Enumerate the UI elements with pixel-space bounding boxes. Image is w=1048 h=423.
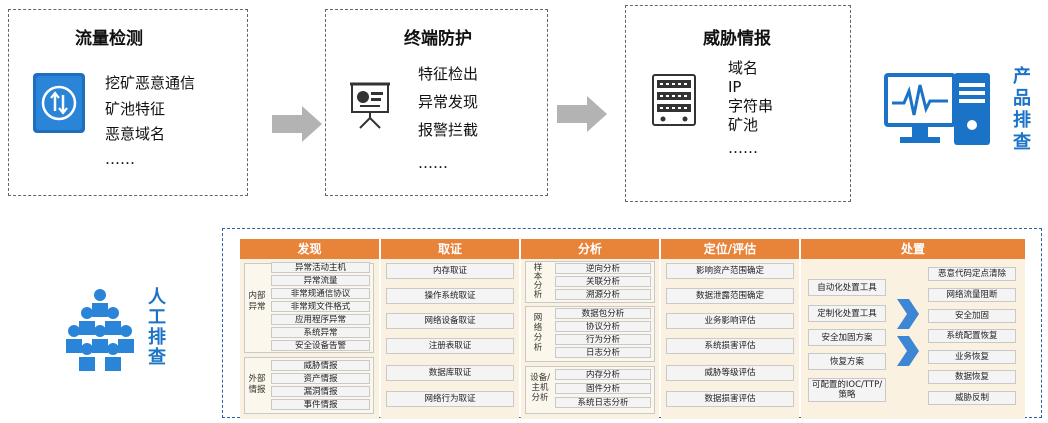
discover-item: 安全设备告警 — [271, 340, 370, 351]
dispose-tool-item: 安全加固方案 — [808, 329, 886, 346]
column-evidence: 取证 内存取证 操作系统取证 网络设备取证 注册表取证 数据库取证 网络行为取证 — [381, 239, 519, 419]
analysis-item: 关联分析 — [555, 276, 651, 287]
manual-check-label-3: 排 — [148, 327, 166, 348]
threat-intel-title: 威胁情报 — [703, 29, 771, 49]
dispose-tool-item: 可配置的IOC/TTP/ 策略 — [808, 378, 886, 402]
chevron-right-icon — [895, 336, 921, 370]
endpoint-line-2: 异常发现 — [418, 93, 479, 111]
column-analysis-header: 分析 — [521, 239, 659, 259]
discover-item: 非常规文件格式 — [271, 301, 370, 312]
traffic-monitor-icon — [32, 72, 86, 134]
product-check-label-4: 查 — [1013, 132, 1031, 153]
dispose-tool-item: 恢复方案 — [808, 353, 886, 370]
discover-item: 异常流量 — [271, 275, 370, 286]
discover-item: 非常规通信协议 — [271, 288, 370, 299]
intel-line-4: 矿池 — [728, 116, 759, 134]
endpoint-line-1: 特征检出 — [418, 65, 479, 83]
locate-item: 系统损害评估 — [666, 338, 794, 354]
device-group-label: 设备/ 主机 分析 — [530, 373, 550, 403]
analysis-item: 逆向分析 — [555, 263, 651, 274]
intel-line-3: 字符串 — [728, 97, 774, 115]
analysis-item: 行为分析 — [555, 334, 651, 345]
dispose-action-item: 系统配置恢复 — [928, 329, 1016, 343]
evidence-item: 数据库取证 — [386, 365, 514, 381]
column-locate: 定位/评估 影响资产范围确定 数据泄露范围确定 业务影响评估 系统损害评估 威胁… — [661, 239, 799, 419]
intel-line-1: 域名 — [728, 59, 759, 77]
discover-item: 事件情报 — [271, 399, 370, 410]
dispose-action-item: 恶意代码定点清除 — [928, 267, 1016, 281]
column-locate-header: 定位/评估 — [661, 239, 799, 259]
locate-item: 影响资产范围确定 — [666, 263, 794, 279]
external-group-label: 外部 情报 — [248, 374, 266, 395]
dispose-tool-item: 定制化处置工具 — [808, 305, 886, 322]
column-dispose: 处置 自动化处置工具 定制化处置工具 安全加固方案 恢复方案 可配置的IOC/T… — [801, 239, 1025, 419]
analysis-item: 日志分析 — [555, 347, 651, 358]
discover-item: 威胁情报 — [271, 360, 370, 371]
product-check-label-3: 排 — [1013, 110, 1031, 131]
discover-item: 资产情报 — [271, 373, 370, 384]
product-check-label-1: 产 — [1013, 66, 1031, 87]
column-evidence-header: 取证 — [381, 239, 519, 259]
manual-check-label-2: 工 — [148, 307, 166, 328]
internal-group-label: 内部 异常 — [248, 291, 266, 312]
traffic-line-1: 挖矿恶意通信 — [105, 74, 196, 92]
traffic-line-4: …… — [105, 150, 135, 168]
evidence-item: 网络行为取证 — [386, 391, 514, 407]
dispose-action-item: 业务恢复 — [928, 350, 1016, 364]
chevron-right-icon — [895, 299, 921, 333]
evidence-item: 内存取证 — [386, 263, 514, 279]
column-analysis: 分析 样 本 分 析 逆向分析 关联分析 溯源分析 网 络 分 析 数据包分析 … — [521, 239, 659, 419]
evidence-item: 注册表取证 — [386, 338, 514, 354]
arrow-right-icon — [272, 106, 324, 146]
server-rack-icon — [652, 74, 696, 126]
analysis-item: 内存分析 — [555, 369, 651, 380]
analysis-item: 溯源分析 — [555, 289, 651, 300]
analysis-item: 协议分析 — [555, 321, 651, 332]
manual-check-label-4: 查 — [148, 347, 166, 368]
threat-intel-box: 威胁情报 域名 IP 字符串 矿池 …… — [625, 5, 851, 202]
column-discover-header: 发现 — [240, 239, 379, 259]
analysis-item: 系统日志分析 — [555, 397, 651, 408]
computer-monitor-icon — [884, 71, 994, 149]
sample-group-label: 样 本 分 析 — [533, 263, 543, 300]
discover-item: 应用程序异常 — [271, 314, 370, 325]
discover-item: 异常活动主机 — [271, 262, 370, 273]
analysis-item: 固件分析 — [555, 383, 651, 394]
intel-line-2: IP — [728, 78, 742, 96]
traffic-detection-box: 流量检测 挖矿恶意通信 矿池特征 恶意域名 …… — [8, 9, 248, 196]
network-group-label: 网 络 分 析 — [533, 313, 543, 353]
product-check-label-2: 品 — [1013, 88, 1031, 109]
intel-line-5: …… — [728, 139, 758, 157]
people-group-icon — [60, 287, 140, 373]
evidence-item: 操作系统取证 — [386, 288, 514, 304]
presentation-board-icon — [350, 80, 390, 130]
endpoint-protection-box: 终端防护 特征检出 异常发现 报警拦截 …… — [325, 9, 548, 196]
column-discover: 发现 内部 异常 异常活动主机 异常流量 非常规通信协议 非常规文件格式 应用程… — [240, 239, 379, 419]
traffic-line-3: 恶意域名 — [105, 125, 166, 143]
dispose-action-item: 威胁反制 — [928, 391, 1016, 405]
locate-item: 数据损害评估 — [666, 391, 794, 407]
locate-item: 业务影响评估 — [666, 313, 794, 329]
endpoint-line-4: …… — [418, 154, 448, 172]
analysis-item: 数据包分析 — [555, 308, 651, 319]
arrow-right-icon — [557, 96, 609, 136]
manual-check-label-1: 人 — [148, 287, 166, 308]
traffic-detection-title: 流量检测 — [75, 29, 143, 49]
discover-item: 系统异常 — [271, 327, 370, 338]
dispose-action-item: 数据恢复 — [928, 370, 1016, 384]
locate-item: 威胁等级评估 — [666, 365, 794, 381]
locate-item: 数据泄露范围确定 — [666, 288, 794, 304]
dispose-action-item: 网络流量阻断 — [928, 288, 1016, 302]
endpoint-line-3: 报警拦截 — [418, 121, 479, 139]
evidence-item: 网络设备取证 — [386, 313, 514, 329]
dispose-tool-item: 自动化处置工具 — [808, 279, 886, 296]
discover-item: 漏洞情报 — [271, 386, 370, 397]
traffic-line-2: 矿池特征 — [105, 100, 166, 118]
endpoint-protection-title: 终端防护 — [404, 29, 472, 49]
column-dispose-header: 处置 — [801, 239, 1025, 259]
dispose-action-item: 安全加固 — [928, 309, 1016, 323]
